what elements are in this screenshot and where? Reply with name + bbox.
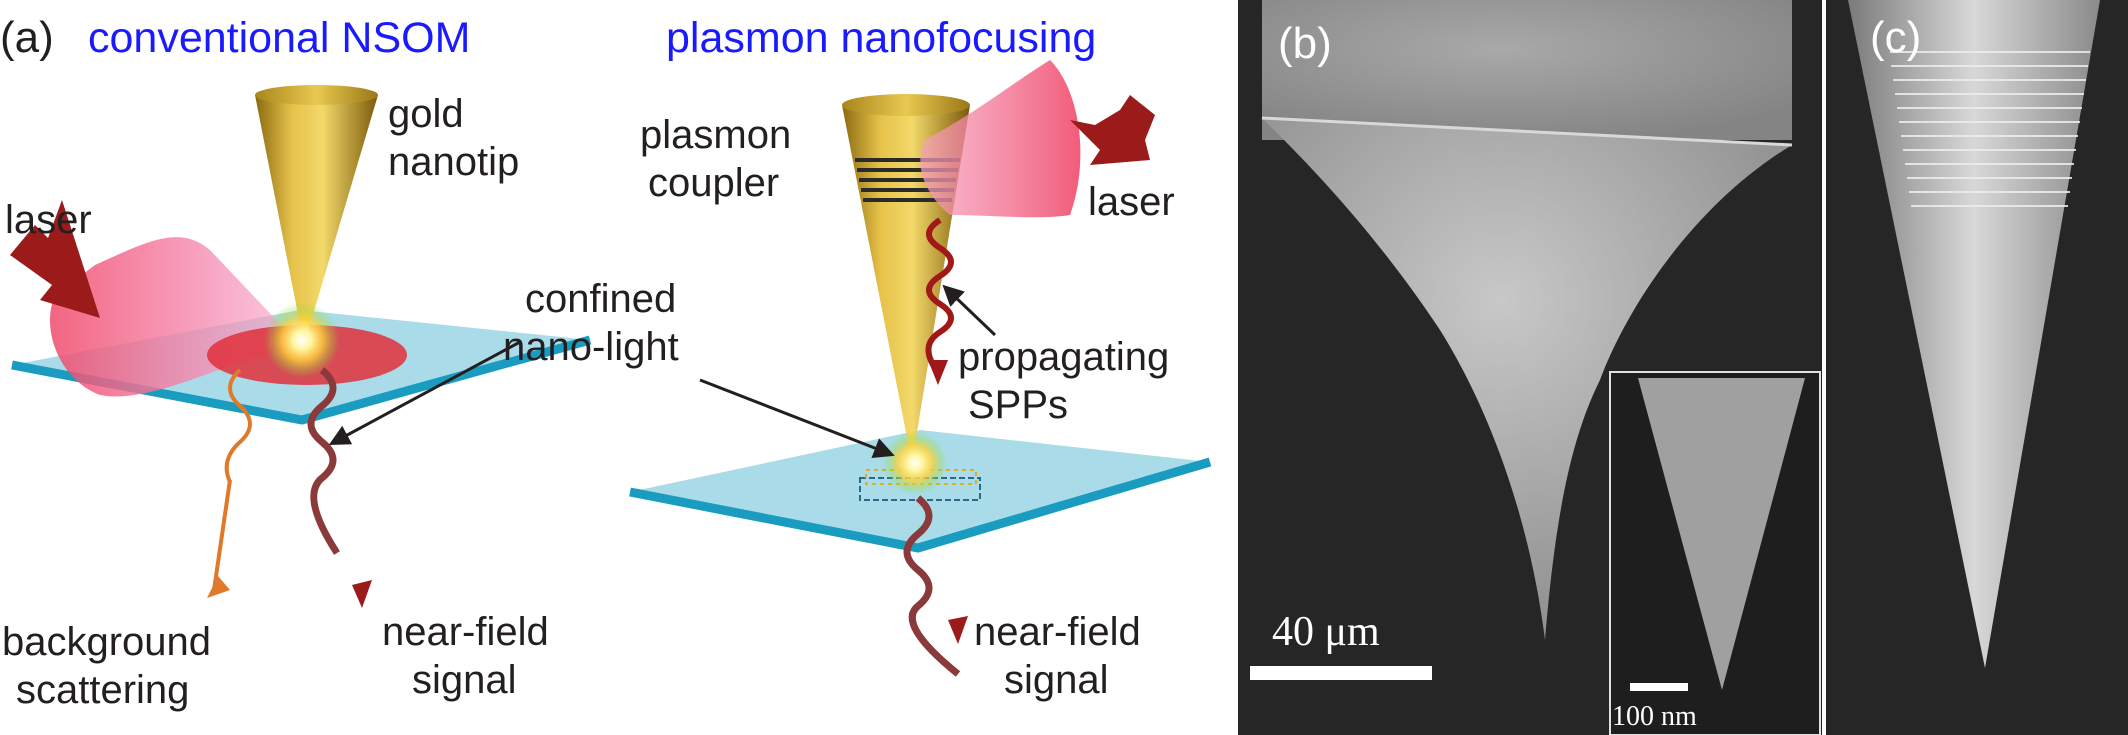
nf-wave-left <box>307 367 340 555</box>
coupler-label-1: plasmon <box>640 113 791 157</box>
gold-tip-right-top <box>842 94 970 116</box>
gold-label-2: nanotip <box>388 140 519 184</box>
confined-label-2: nano-light <box>503 325 679 369</box>
nf-arrowhead-right <box>948 616 968 644</box>
nano-light-left <box>264 302 340 378</box>
nano-light-right <box>883 431 947 495</box>
bg-scatter-arrowhead <box>207 576 230 598</box>
nf-left-label-2: signal <box>412 658 517 702</box>
bg-scatter-wave <box>224 368 252 483</box>
inset-tip <box>1638 378 1805 690</box>
nf-arrowhead-left <box>352 580 372 608</box>
propagating-label-1: propagating <box>958 335 1169 379</box>
laser-arrow-left <box>10 200 100 318</box>
laser-beam-right <box>920 60 1081 218</box>
grating-c <box>1890 51 2090 207</box>
confined-label-1: confined <box>525 277 676 321</box>
inset-scale-label: 100 nm <box>1612 701 1697 732</box>
gold-tip-left-top <box>255 85 378 105</box>
bg-label-2: scattering <box>16 668 189 712</box>
spp-arrowhead <box>928 360 948 385</box>
right-schematic <box>629 60 1212 677</box>
panel-a-label: (a) <box>0 13 54 62</box>
bg-label-1: background <box>2 620 211 664</box>
laser-arrow-right <box>1070 95 1155 165</box>
panel-c-label: (c) <box>1870 13 1921 62</box>
panel-a: (a) conventional NSOM plasmon nanofocusi… <box>0 13 1212 712</box>
panel-b-label: (b) <box>1278 19 1332 68</box>
panel-b: 100 nm 40 μm (b) <box>1238 0 1822 735</box>
laser-label-right: laser <box>1088 180 1175 224</box>
propagating-arrow <box>942 284 997 337</box>
title-conventional-nsom: conventional NSOM <box>88 14 470 62</box>
gold-tip-left <box>255 95 378 345</box>
confined-arrow-right <box>699 378 895 458</box>
tip-c <box>1848 0 2100 668</box>
laser-label-left: laser <box>5 198 92 242</box>
tip-b <box>1262 118 1792 640</box>
nf-right-label-1: near-field <box>974 610 1141 654</box>
gold-label-1: gold <box>388 92 464 136</box>
substrate-right-edge <box>629 457 1212 553</box>
nf-left-label-1: near-field <box>382 610 549 654</box>
nf-wave-right <box>903 495 961 677</box>
spp-wave <box>925 217 954 374</box>
coupler-label-2: coupler <box>648 161 779 205</box>
nf-right-label-2: signal <box>1004 658 1109 702</box>
main-scale-label: 40 μm <box>1272 609 1380 655</box>
confined-arrow-left <box>328 340 521 445</box>
left-schematic <box>10 85 592 608</box>
panel-c: (c) <box>1826 0 2128 735</box>
propagating-label-2: SPPs <box>968 383 1068 427</box>
title-plasmon-nanofocusing: plasmon nanofocusing <box>666 14 1096 62</box>
